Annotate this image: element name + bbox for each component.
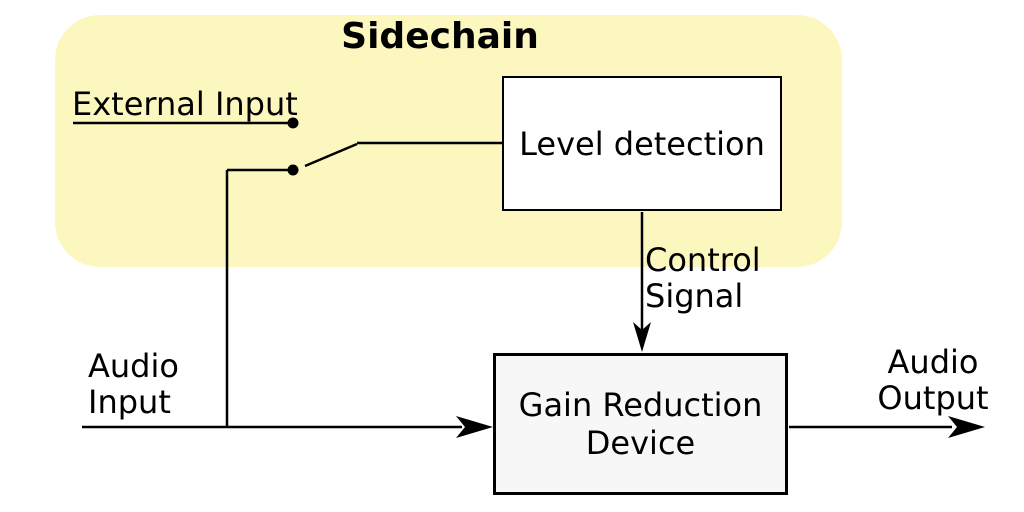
audio-input-arrowhead <box>456 416 493 438</box>
gain-reduction-label-line2: Device <box>585 424 696 462</box>
external-input-label: External Input <box>72 85 298 123</box>
audio-output-label-line1: Audio <box>887 343 979 381</box>
external-input-terminal-dot <box>287 117 299 129</box>
audio-output-label: Audio Output <box>853 344 1013 416</box>
switch-pivot-dot <box>287 164 299 176</box>
gain-reduction-label-line1: Gain Reduction <box>518 386 763 424</box>
audio-input-label-line2: Input <box>88 383 171 421</box>
audio-output-arrowhead <box>948 416 985 438</box>
diagram-title: Sidechain <box>341 16 539 57</box>
level-detection-box: Level detection <box>502 76 782 211</box>
audio-input-label-line1: Audio <box>88 347 179 385</box>
control-signal-label-line1: Control <box>645 241 761 279</box>
control-signal-label: Control Signal <box>645 242 761 314</box>
switch-arm-line <box>304 142 358 168</box>
control-signal-arrowhead <box>633 322 651 352</box>
control-signal-label-line2: Signal <box>645 277 744 315</box>
level-detection-label: Level detection <box>519 124 765 163</box>
audio-output-label-line2: Output <box>877 379 989 417</box>
audio-input-label: Audio Input <box>88 348 179 420</box>
gain-reduction-box: Gain Reduction Device <box>493 353 788 495</box>
